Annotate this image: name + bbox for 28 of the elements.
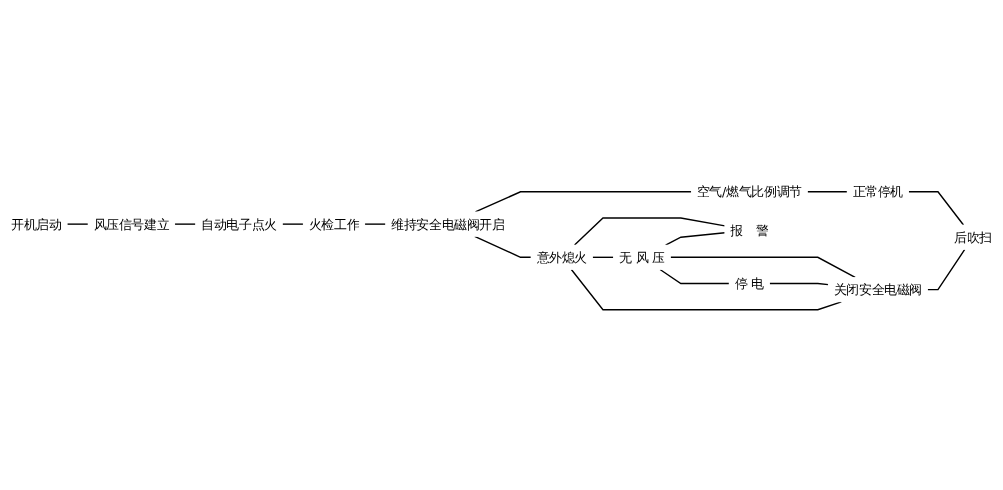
node-text: 关闭安全电磁阀: [833, 282, 922, 298]
node-text: 后吹扫: [954, 230, 992, 245]
connector: [174, 223, 197, 226]
node-text: 正常停机: [852, 184, 904, 200]
node-text: 停 电: [734, 276, 764, 292]
connector: [768, 283, 829, 286]
node-text: 火检工作: [308, 217, 360, 232]
connector: [474, 191, 692, 213]
connector: [364, 223, 387, 226]
connector: [591, 256, 615, 259]
node-text: 维持安全电磁阀开启: [391, 217, 505, 232]
connector: [907, 191, 965, 227]
connector: [669, 256, 856, 279]
connector: [664, 232, 726, 247]
connector: [926, 249, 966, 291]
connector: [659, 269, 730, 285]
node-text: 开机启动: [11, 217, 62, 232]
node-text: 报 警: [730, 223, 769, 238]
node-text: 无 风 压: [619, 250, 665, 265]
connector: [806, 191, 848, 193]
connector: [473, 236, 532, 259]
node-text: 空气/燃气比例调节: [696, 184, 802, 200]
node-text: 自动电子点火: [201, 217, 277, 232]
connector: [66, 223, 89, 226]
node-text: 风压信号建立: [93, 217, 170, 232]
connector: [281, 223, 304, 226]
node-text: 意外熄火: [536, 250, 587, 265]
connector: [573, 217, 726, 247]
